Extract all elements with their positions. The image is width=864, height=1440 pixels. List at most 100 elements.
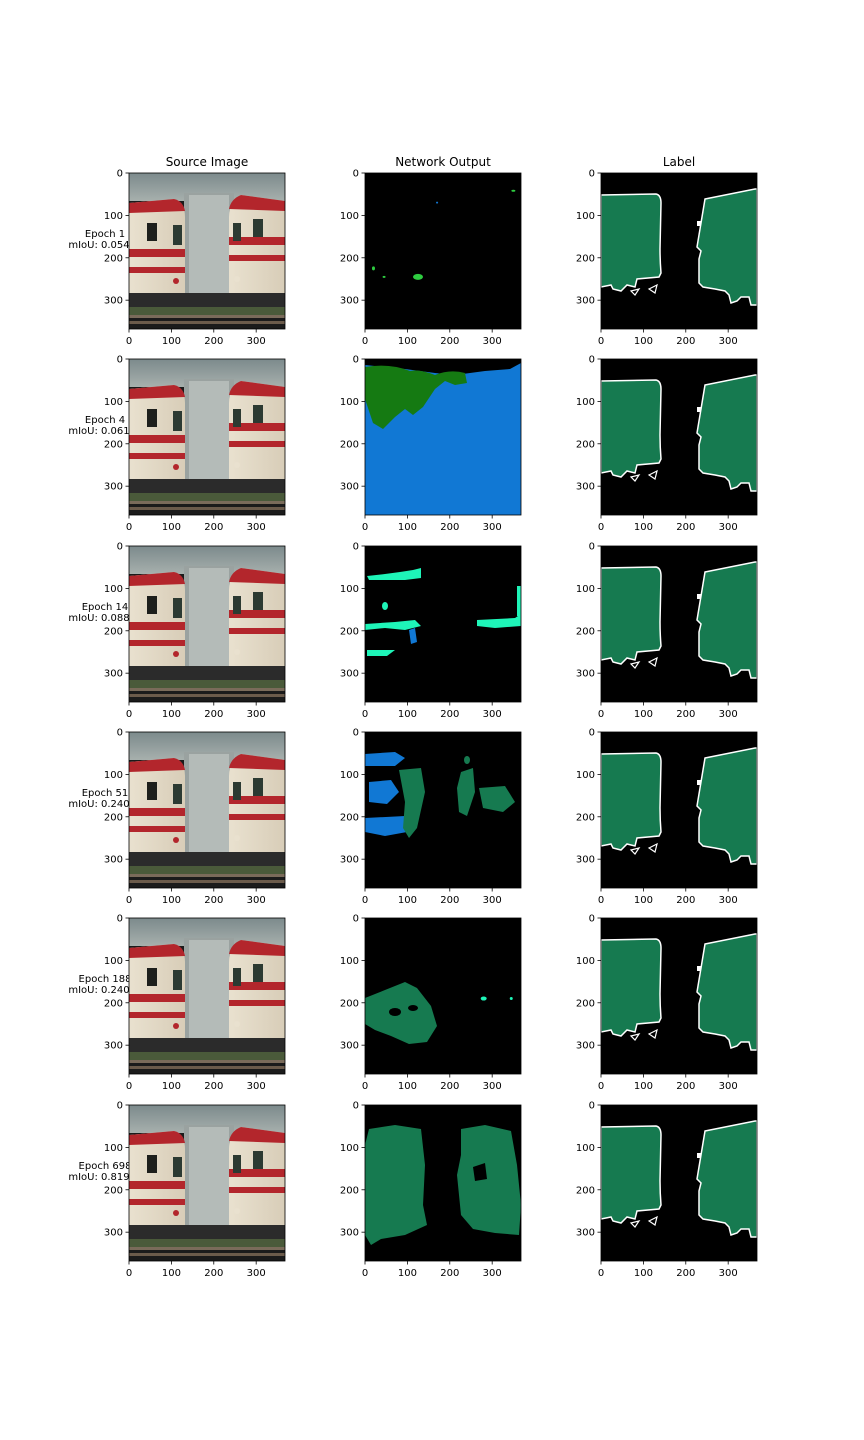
segmentation-output xyxy=(365,173,521,329)
y-tick-label: 300 xyxy=(104,669,123,680)
x-tick-label: 0 xyxy=(362,895,368,906)
x-tick-label: 200 xyxy=(440,336,459,347)
label-mask xyxy=(600,172,758,330)
x-tick-label: 200 xyxy=(676,1081,695,1092)
source-photo xyxy=(129,359,285,515)
x-tick-label: 0 xyxy=(362,1268,368,1279)
y-tick-label: 100 xyxy=(576,584,595,595)
axes-frame xyxy=(600,917,758,1075)
row-miou-label: mIoU: 0.819 xyxy=(68,1172,129,1183)
x-tick-label: 200 xyxy=(676,336,695,347)
y-tick-label: 100 xyxy=(340,770,359,781)
x-tick-label: 0 xyxy=(362,336,368,347)
y-tick-label: 200 xyxy=(576,812,595,823)
row-miou-label: mIoU: 0.240 xyxy=(68,799,129,810)
y-tick-label: 0 xyxy=(353,914,359,925)
label-mask xyxy=(600,917,758,1075)
row-miou-label: mIoU: 0.061 xyxy=(68,426,129,437)
x-tick-label: 200 xyxy=(440,522,459,533)
axes-frame xyxy=(364,172,522,330)
y-tick-label: 0 xyxy=(117,355,123,366)
x-tick-label: 0 xyxy=(362,709,368,720)
y-tick-label: 300 xyxy=(340,855,359,866)
axes-frame xyxy=(128,358,286,516)
y-tick-label: 300 xyxy=(340,1041,359,1052)
x-tick-label: 300 xyxy=(247,709,266,720)
axes-frame xyxy=(364,545,522,703)
y-tick-label: 200 xyxy=(104,998,123,1009)
x-tick-label: 300 xyxy=(483,709,502,720)
y-tick-label: 0 xyxy=(117,1101,123,1112)
y-tick-label: 0 xyxy=(353,169,359,180)
x-tick-label: 0 xyxy=(126,522,132,533)
axes-frame xyxy=(600,358,758,516)
y-tick-label: 100 xyxy=(576,211,595,222)
source-photo xyxy=(129,173,285,329)
y-tick-label: 300 xyxy=(576,1041,595,1052)
axes-frame xyxy=(128,917,286,1075)
y-tick-label: 200 xyxy=(340,253,359,264)
x-tick-label: 300 xyxy=(247,1268,266,1279)
x-tick-label: 300 xyxy=(247,522,266,533)
x-tick-label: 100 xyxy=(398,1268,417,1279)
y-tick-label: 0 xyxy=(589,1101,595,1112)
y-tick-label: 100 xyxy=(104,397,123,408)
y-tick-label: 0 xyxy=(353,1101,359,1112)
y-tick-label: 100 xyxy=(576,1143,595,1154)
x-tick-label: 300 xyxy=(247,895,266,906)
row-epoch-label: Epoch 14 xyxy=(82,602,129,613)
y-tick-label: 100 xyxy=(576,397,595,408)
y-tick-label: 100 xyxy=(104,584,123,595)
x-tick-label: 300 xyxy=(483,1268,502,1279)
row-miou-label: mIoU: 0.240 xyxy=(68,985,129,996)
row-epoch-label: Epoch 698 xyxy=(79,1161,132,1172)
source-photo xyxy=(129,918,285,1074)
label-mask xyxy=(600,358,758,516)
x-tick-label: 200 xyxy=(676,895,695,906)
y-tick-label: 200 xyxy=(104,253,123,264)
x-tick-label: 100 xyxy=(634,1268,653,1279)
x-tick-label: 200 xyxy=(204,336,223,347)
axes-frame xyxy=(128,172,286,330)
row-epoch-label: Epoch 4 xyxy=(85,415,125,426)
source-photo xyxy=(129,732,285,888)
axes-frame xyxy=(600,731,758,889)
x-tick-label: 300 xyxy=(483,1081,502,1092)
x-tick-label: 100 xyxy=(634,336,653,347)
y-tick-label: 100 xyxy=(104,211,123,222)
x-tick-label: 100 xyxy=(162,522,181,533)
y-tick-label: 300 xyxy=(104,1041,123,1052)
axes-frame xyxy=(600,172,758,330)
row-miou-label: mIoU: 0.054 xyxy=(68,240,129,251)
y-tick-label: 0 xyxy=(589,355,595,366)
y-tick-label: 300 xyxy=(576,296,595,307)
row-miou-label: mIoU: 0.088 xyxy=(68,613,129,624)
x-tick-label: 0 xyxy=(598,1268,604,1279)
source-photo xyxy=(129,546,285,702)
y-tick-label: 300 xyxy=(104,482,123,493)
y-tick-label: 300 xyxy=(340,482,359,493)
x-tick-label: 300 xyxy=(483,336,502,347)
x-tick-label: 0 xyxy=(598,1081,604,1092)
y-tick-label: 300 xyxy=(104,1228,123,1239)
y-tick-label: 0 xyxy=(589,542,595,553)
x-tick-label: 0 xyxy=(126,1081,132,1092)
y-tick-label: 100 xyxy=(340,584,359,595)
x-tick-label: 200 xyxy=(676,1268,695,1279)
x-tick-label: 100 xyxy=(634,1081,653,1092)
y-tick-label: 200 xyxy=(104,626,123,637)
row-epoch-label: Epoch 188 xyxy=(79,974,132,985)
y-tick-label: 100 xyxy=(576,770,595,781)
x-tick-label: 200 xyxy=(676,709,695,720)
y-tick-label: 0 xyxy=(589,169,595,180)
y-tick-label: 200 xyxy=(104,439,123,450)
y-tick-label: 200 xyxy=(576,998,595,1009)
